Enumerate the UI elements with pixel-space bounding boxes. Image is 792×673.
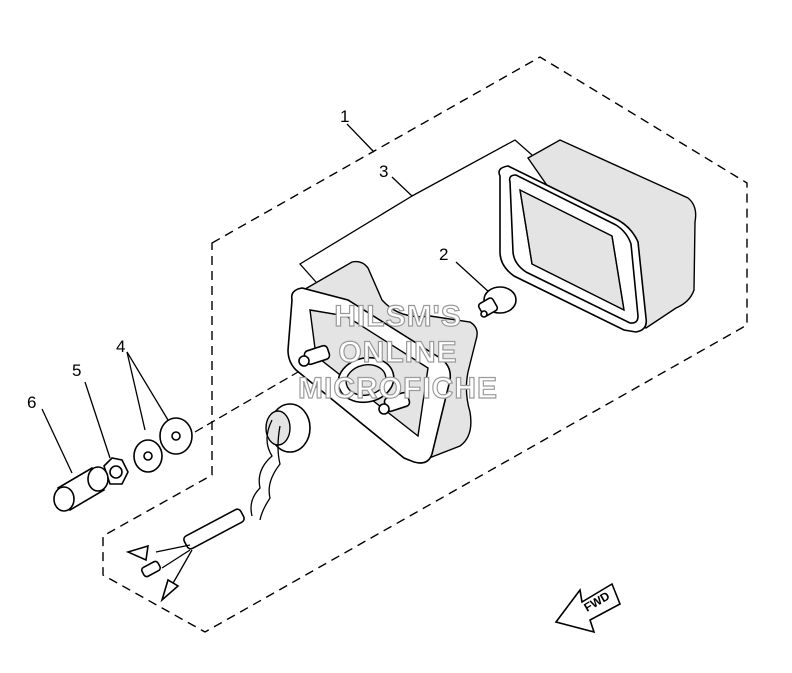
- assembly-boundary: [102, 56, 748, 633]
- forward-arrow-icon: FWD: [554, 582, 622, 634]
- callout-5: 5: [72, 361, 81, 380]
- watermark-line2: ONLINE: [338, 336, 457, 369]
- watermark-line3: MICROFICHE: [298, 372, 498, 405]
- callout-3: 3: [379, 162, 388, 181]
- leader-lines: [41, 123, 533, 474]
- callout-4: 4: [116, 337, 125, 356]
- bulb: [477, 286, 517, 318]
- spacer: [53, 466, 109, 512]
- callout-1: 1: [340, 107, 349, 126]
- callout-6: 6: [27, 393, 36, 412]
- socket-harness: [125, 403, 311, 603]
- lens-housing: [498, 139, 697, 333]
- watermark: HILSM'S ONLINE MICROFICHE: [297, 299, 498, 405]
- rear-base: [287, 260, 478, 464]
- watermark-line1: HILSM'S: [334, 300, 461, 333]
- nut: [103, 457, 129, 485]
- washers: [133, 417, 193, 473]
- callout-2: 2: [439, 245, 448, 264]
